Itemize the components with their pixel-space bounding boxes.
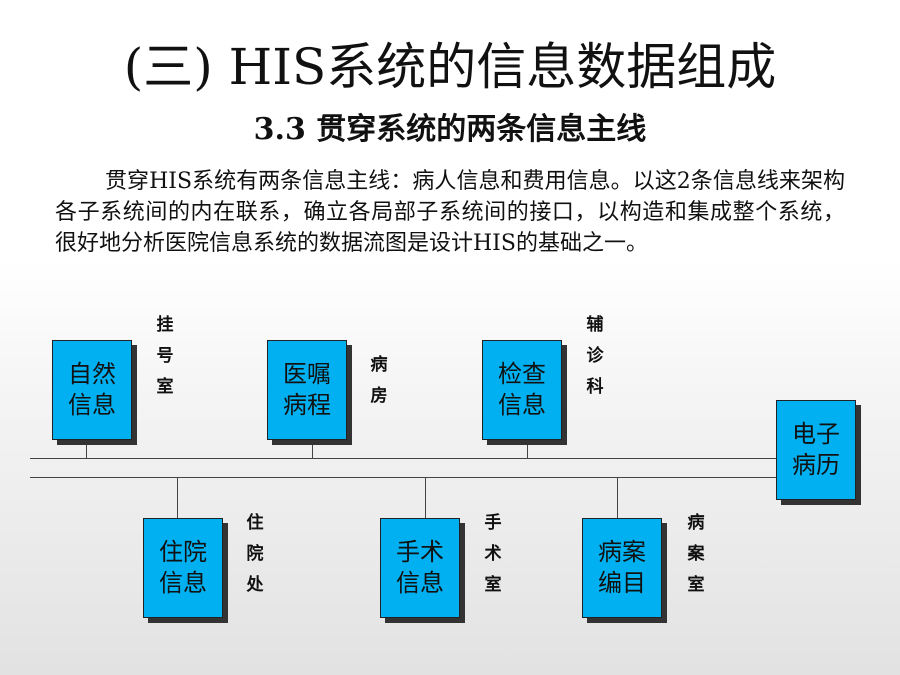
connector-line [527,438,528,458]
connector-line [312,438,313,458]
page-title: (三) HIS系统的信息数据组成 [123,38,777,96]
box-label: 检查信息 [498,360,546,419]
surgery-info-box: 手术信息 [380,518,460,618]
side-label-records-room: 病案室 [687,513,705,595]
inpatient-info-box: 住院信息 [143,518,223,618]
emr-box: 电子病历 [776,400,856,500]
box-label: 医嘱病程 [283,360,331,419]
side-label-operating-room: 手术室 [484,513,502,595]
box-label: 病案编目 [598,538,646,597]
box-label: 电子病历 [792,420,840,479]
lower-bus-line [30,477,778,478]
box-label: 住院信息 [159,538,207,597]
connector-line [425,478,426,518]
side-label-ward: 病房 [370,355,388,406]
connector-line [177,478,178,518]
connector-line [617,478,618,518]
upper-bus-line [30,458,778,459]
section-subtitle: 3.3 贯穿系统的两条信息主线 [253,112,647,147]
intro-paragraph: 贯穿HIS系统有两条信息主线：病人信息和费用信息。以这2条信息线来架构各子系统间… [55,169,845,256]
side-label-registration: 挂号室 [156,315,174,397]
exam-info-box: 检查信息 [482,340,562,440]
medical-order-box: 医嘱病程 [267,340,347,440]
case-catalog-box: 病案编目 [582,518,662,618]
side-label-aux-dept: 辅诊科 [586,315,604,397]
natural-info-box: 自然信息 [52,340,132,440]
box-label: 手术信息 [396,538,444,597]
side-label-admission: 住院处 [246,513,264,595]
box-label: 自然信息 [68,360,116,419]
connector-line [86,438,87,458]
